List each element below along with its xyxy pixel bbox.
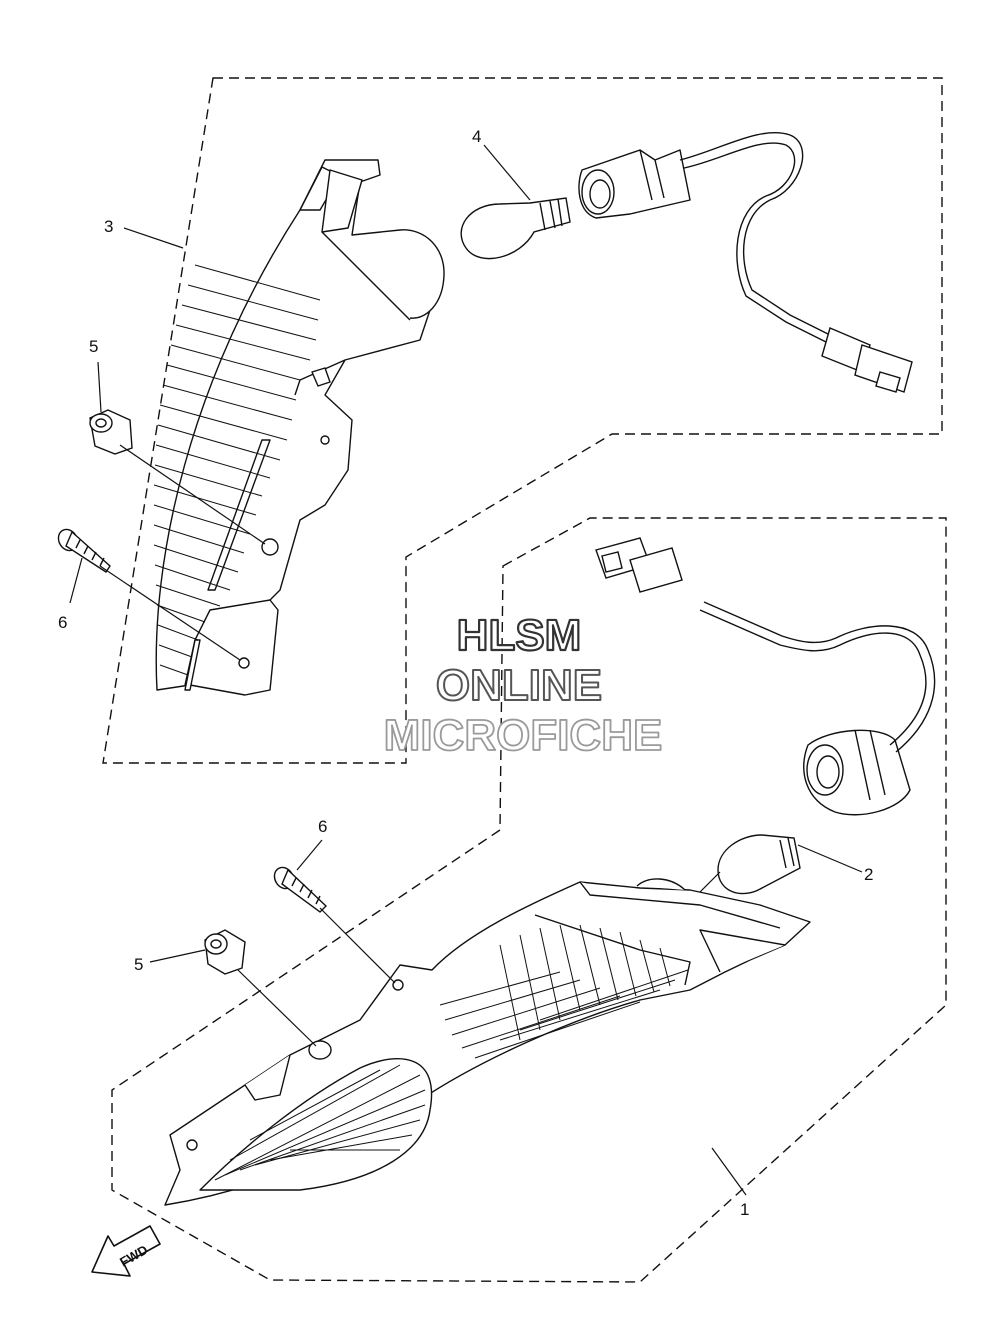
lower-socket xyxy=(803,729,911,816)
upper-socket xyxy=(578,149,691,219)
lower-connector xyxy=(595,537,683,593)
upper-bulb xyxy=(460,197,571,260)
upper-lens-housing xyxy=(155,159,445,696)
callout-3: 3 xyxy=(104,217,113,236)
group-boundary-upper xyxy=(102,77,943,764)
lower-lens-ribs xyxy=(214,924,689,1181)
lower-bulb xyxy=(717,834,801,895)
fwd-arrow: FWD xyxy=(91,1225,161,1277)
upper-grommet xyxy=(89,409,133,455)
lower-wire-harness xyxy=(699,601,936,753)
callout-6-top: 6 xyxy=(58,613,67,632)
leader-lines xyxy=(69,144,863,1196)
upper-connector xyxy=(821,327,913,393)
watermark-line-2: ONLINE xyxy=(436,661,602,710)
lower-lens-housing xyxy=(164,878,811,1206)
lower-grommet xyxy=(204,929,246,975)
lower-screw xyxy=(273,866,328,913)
callout-4: 4 xyxy=(472,127,481,146)
group-boundary-lower xyxy=(111,517,947,1283)
callout-1: 1 xyxy=(740,1200,749,1219)
fwd-arrow-icon xyxy=(91,1225,161,1277)
watermark-line-1: HLSM xyxy=(457,611,582,660)
callout-5-bottom: 5 xyxy=(134,955,143,974)
watermark-line-3: MICROFICHE xyxy=(384,711,663,760)
callout-5-top: 5 xyxy=(89,337,98,356)
upper-screw xyxy=(57,528,111,573)
upper-lens-ribs xyxy=(153,264,321,676)
callout-2: 2 xyxy=(864,865,873,884)
callout-6-bottom: 6 xyxy=(318,817,327,836)
upper-wire-harness xyxy=(679,132,831,343)
